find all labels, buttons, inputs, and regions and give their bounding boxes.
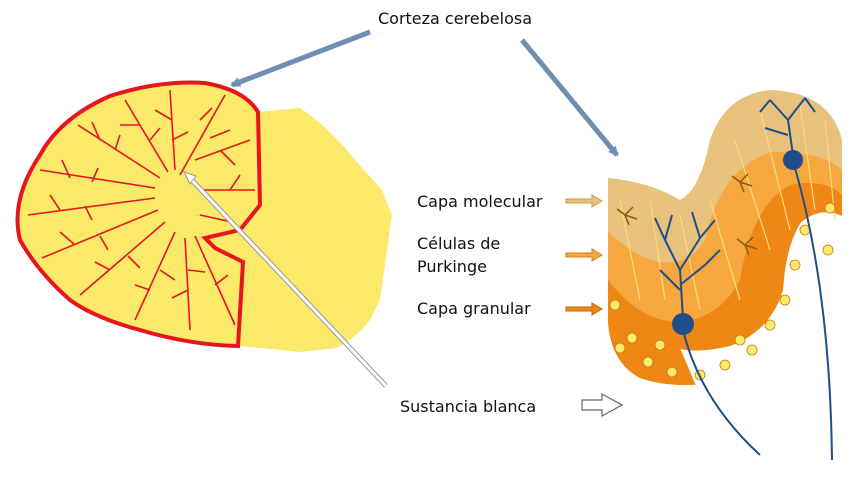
label-sustancia-blanca: Sustancia blanca	[400, 397, 536, 416]
purkinje-neuron-1	[654, 211, 761, 456]
arrow-to-cortex-detail	[520, 38, 619, 157]
label-capa-granular: Capa granular	[417, 299, 531, 318]
label-celulas-de: Células de	[417, 234, 500, 253]
pointer-to-white-matter	[183, 171, 388, 388]
cerebellar-cortex-folia	[15, 80, 263, 349]
label-corteza-cerebelosa: Corteza cerebelosa	[378, 9, 532, 28]
label-purkinge: Purkinge	[417, 257, 487, 276]
arrow-granular	[565, 302, 603, 316]
label-capa-molecular: Capa molecular	[417, 192, 543, 211]
arrow-to-cortex	[230, 29, 371, 88]
purkinje-neuron-2	[759, 97, 833, 461]
arrow-molecular	[565, 194, 603, 208]
white-matter-region	[205, 108, 392, 352]
arrow-purkinje	[565, 248, 603, 262]
cortex-fold-layers	[608, 90, 843, 395]
hollow-arrow-white-matter	[581, 392, 624, 418]
